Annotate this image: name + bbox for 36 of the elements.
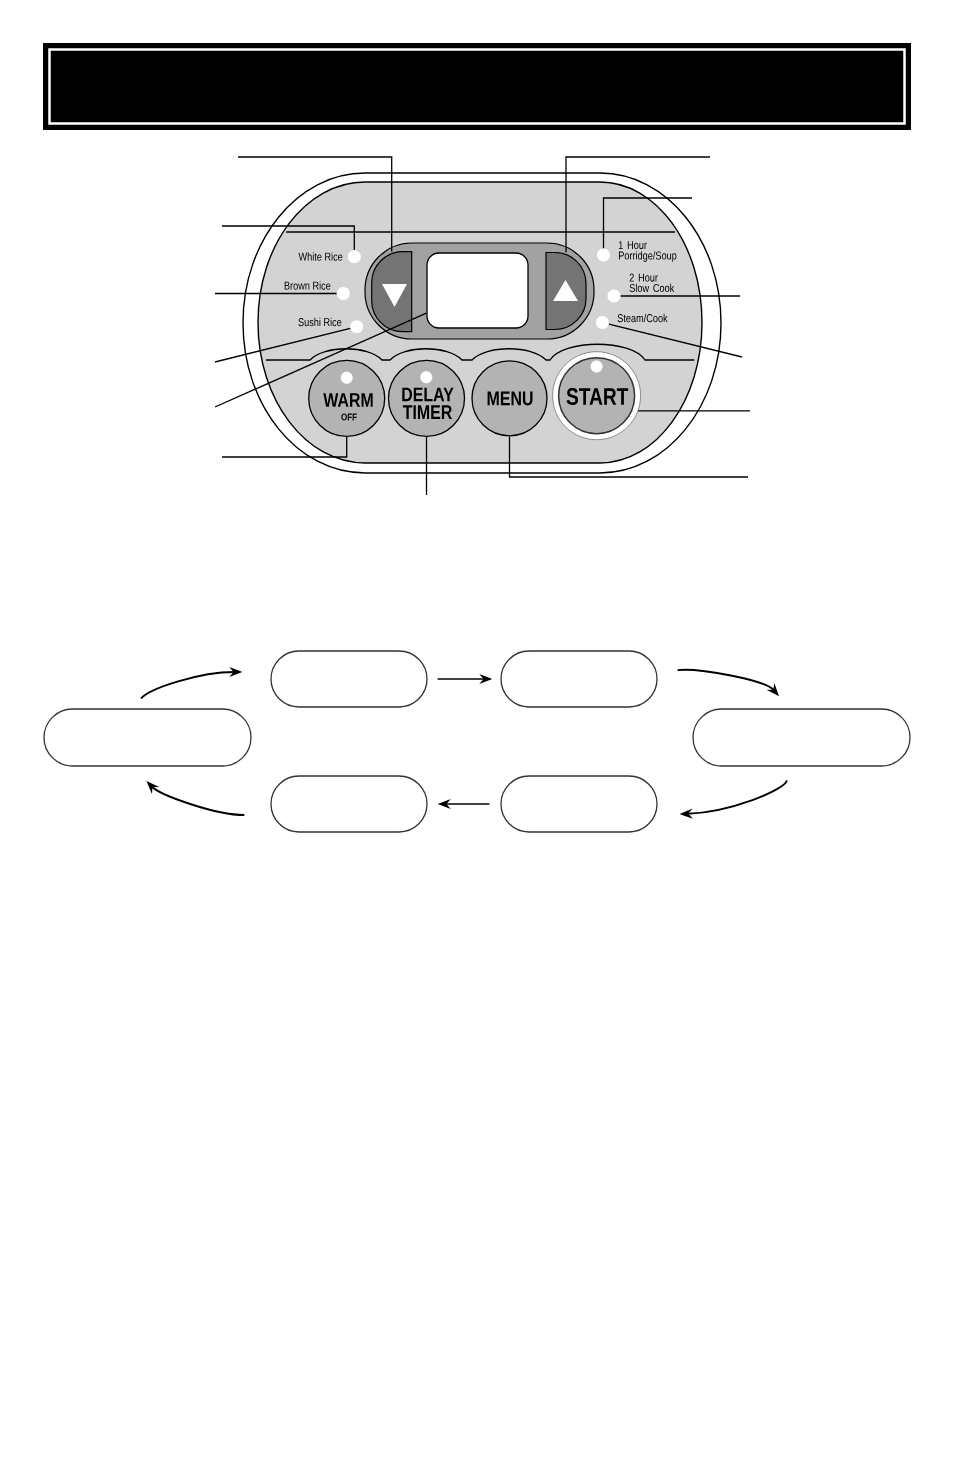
leader-line bbox=[608, 323, 743, 358]
delay-timer-button: DELAY TIMER bbox=[387, 359, 466, 437]
indicator-light bbox=[595, 316, 609, 330]
menu-button: MENU bbox=[471, 360, 548, 437]
leader-line bbox=[620, 295, 741, 297]
leader-line bbox=[214, 292, 338, 295]
start-button: START bbox=[552, 351, 641, 440]
indicator-light bbox=[350, 320, 364, 334]
leader-line bbox=[214, 312, 427, 408]
leader-line bbox=[565, 156, 711, 253]
indicator-label: Brown Rice bbox=[284, 281, 331, 290]
leader-line bbox=[602, 197, 693, 249]
leader-line bbox=[237, 156, 393, 253]
leader-line bbox=[637, 410, 751, 412]
indicator-label: 1 Hour Porridge/Soup bbox=[618, 241, 677, 262]
indicator-label: 2 Hour Slow Cook bbox=[629, 273, 675, 293]
indicator-light bbox=[597, 248, 610, 262]
indicator-light bbox=[336, 287, 350, 300]
indicator-label: Sushi Rice bbox=[298, 317, 342, 327]
warm-button: WARM OFF bbox=[308, 359, 386, 437]
process-box bbox=[43, 708, 252, 767]
process-box bbox=[270, 775, 428, 833]
leader-line bbox=[221, 225, 355, 251]
indicator-label: Steam/Cook bbox=[617, 313, 668, 323]
indicator-light bbox=[607, 289, 621, 303]
leader-line bbox=[221, 436, 348, 458]
indicator-label: White Rice bbox=[298, 252, 343, 261]
process-box bbox=[500, 775, 658, 833]
leader-line bbox=[425, 436, 428, 496]
process-box bbox=[692, 708, 911, 767]
display-window bbox=[426, 252, 529, 329]
leader-line bbox=[214, 327, 351, 363]
leader-line bbox=[508, 435, 749, 478]
process-box bbox=[270, 650, 428, 708]
process-box bbox=[500, 650, 658, 708]
indicator-light bbox=[347, 250, 361, 264]
